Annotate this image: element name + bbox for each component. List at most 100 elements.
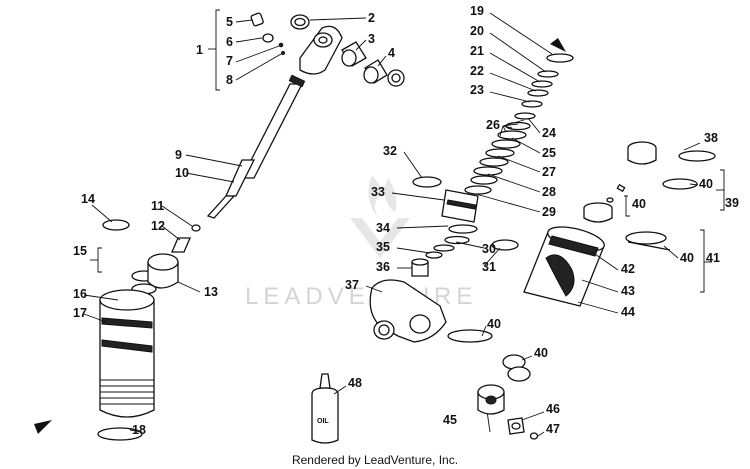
leader-11 xyxy=(161,205,193,227)
callout-20: 20 xyxy=(470,24,484,38)
leader-5 xyxy=(235,19,253,23)
callout-43: 43 xyxy=(621,284,635,298)
valve-stack xyxy=(411,38,574,277)
callout-31: 31 xyxy=(482,260,496,274)
callout-33: 33 xyxy=(371,185,385,199)
callout-10: 10 xyxy=(175,166,189,180)
callout-16: 16 xyxy=(73,287,87,301)
leader-43 xyxy=(581,279,619,293)
leader-26-4 xyxy=(499,125,504,137)
callout-40-extra-3: 40 xyxy=(534,346,548,360)
leader-6 xyxy=(235,37,263,43)
callout-4: 4 xyxy=(388,46,395,60)
leader-22 xyxy=(489,72,537,92)
callout-26: 26 xyxy=(486,118,500,132)
leader-30 xyxy=(455,241,485,249)
shock-body xyxy=(34,289,155,441)
leader-44 xyxy=(577,301,619,314)
callout-29: 29 xyxy=(542,205,556,219)
footer-credit: Rendered by LeadVenture, Inc. xyxy=(292,453,458,467)
leader-lines xyxy=(83,12,701,437)
oil-bottle-label: OIL xyxy=(317,418,329,425)
leader-25 xyxy=(511,137,541,154)
callout-37: 37 xyxy=(345,278,359,292)
leader-17 xyxy=(83,313,107,323)
callout-19: 19 xyxy=(470,4,484,18)
callout-1: 1 xyxy=(196,43,203,57)
leader-18 xyxy=(129,429,143,433)
callout-40: 40 xyxy=(632,197,646,211)
leader-27 xyxy=(497,155,541,173)
callout-40-extra-0: 40 xyxy=(699,177,713,191)
callout-24: 24 xyxy=(542,126,556,140)
callout-15: 15 xyxy=(73,244,87,258)
leader-20 xyxy=(489,32,547,73)
callout-8: 8 xyxy=(226,73,233,87)
leader-26-3 xyxy=(502,125,507,133)
leader-29 xyxy=(475,193,541,213)
leader-35 xyxy=(396,247,431,254)
callout-17: 17 xyxy=(73,306,87,320)
leader-34 xyxy=(396,225,449,229)
leader-40-extra-1 xyxy=(663,245,679,259)
leader-4 xyxy=(377,55,387,67)
callout-3: 3 xyxy=(368,32,375,46)
leader-3 xyxy=(355,39,367,51)
leader-26-2 xyxy=(502,125,513,129)
callout-28: 28 xyxy=(542,185,556,199)
callout-35: 35 xyxy=(376,240,390,254)
callout-25: 25 xyxy=(542,146,556,160)
callout-7: 7 xyxy=(226,54,233,68)
leader-13 xyxy=(177,281,201,293)
callout-9: 9 xyxy=(175,148,182,162)
leader-2 xyxy=(309,17,367,21)
callout-36: 36 xyxy=(376,260,390,274)
callout-11: 11 xyxy=(151,199,164,213)
callout-18: 18 xyxy=(132,423,146,437)
leader-12 xyxy=(161,225,181,241)
lower-mount-assembly xyxy=(369,279,539,440)
leader-47 xyxy=(537,431,545,437)
leader-40-extra-2 xyxy=(481,325,487,337)
callout-42: 42 xyxy=(621,262,635,276)
callout-14: 14 xyxy=(81,192,95,206)
callout-47: 47 xyxy=(546,422,560,436)
callout-34: 34 xyxy=(376,221,390,235)
leader-28 xyxy=(487,173,541,193)
callout-44: 44 xyxy=(621,305,635,319)
oil-bottle: OIL xyxy=(311,373,339,444)
leader-33 xyxy=(391,192,445,201)
callout-45: 45 xyxy=(443,413,457,427)
leader-40-extra-0 xyxy=(689,183,699,186)
leader-23 xyxy=(489,91,531,103)
callout-27: 27 xyxy=(542,165,556,179)
leader-38 xyxy=(683,142,701,151)
callout-23: 23 xyxy=(470,83,484,97)
callout-46: 46 xyxy=(546,402,560,416)
callout-5: 5 xyxy=(226,15,233,29)
leader-7 xyxy=(235,45,280,63)
callout-30: 30 xyxy=(482,242,496,256)
leader-16 xyxy=(83,294,119,301)
leader-32 xyxy=(403,151,423,179)
leader-19 xyxy=(489,12,553,55)
leader-26-0 xyxy=(502,119,525,127)
callout-13: 13 xyxy=(204,285,218,299)
reservoir-assembly xyxy=(523,141,725,307)
leader-42 xyxy=(591,251,619,271)
callout-39: 39 xyxy=(725,196,739,210)
leader-40-extra-3 xyxy=(521,355,533,361)
leader-21 xyxy=(489,52,541,83)
shaft-eye-assembly xyxy=(171,9,405,253)
callout-22: 22 xyxy=(470,64,484,78)
leader-37 xyxy=(365,285,383,293)
leader-10 xyxy=(185,172,235,183)
leader-46 xyxy=(521,411,545,421)
callout-40-extra-2: 40 xyxy=(487,317,501,331)
leader-9 xyxy=(185,154,243,167)
callout-32: 32 xyxy=(383,144,397,158)
leader-31 xyxy=(483,247,501,267)
callout-40-extra-1: 40 xyxy=(680,251,694,265)
